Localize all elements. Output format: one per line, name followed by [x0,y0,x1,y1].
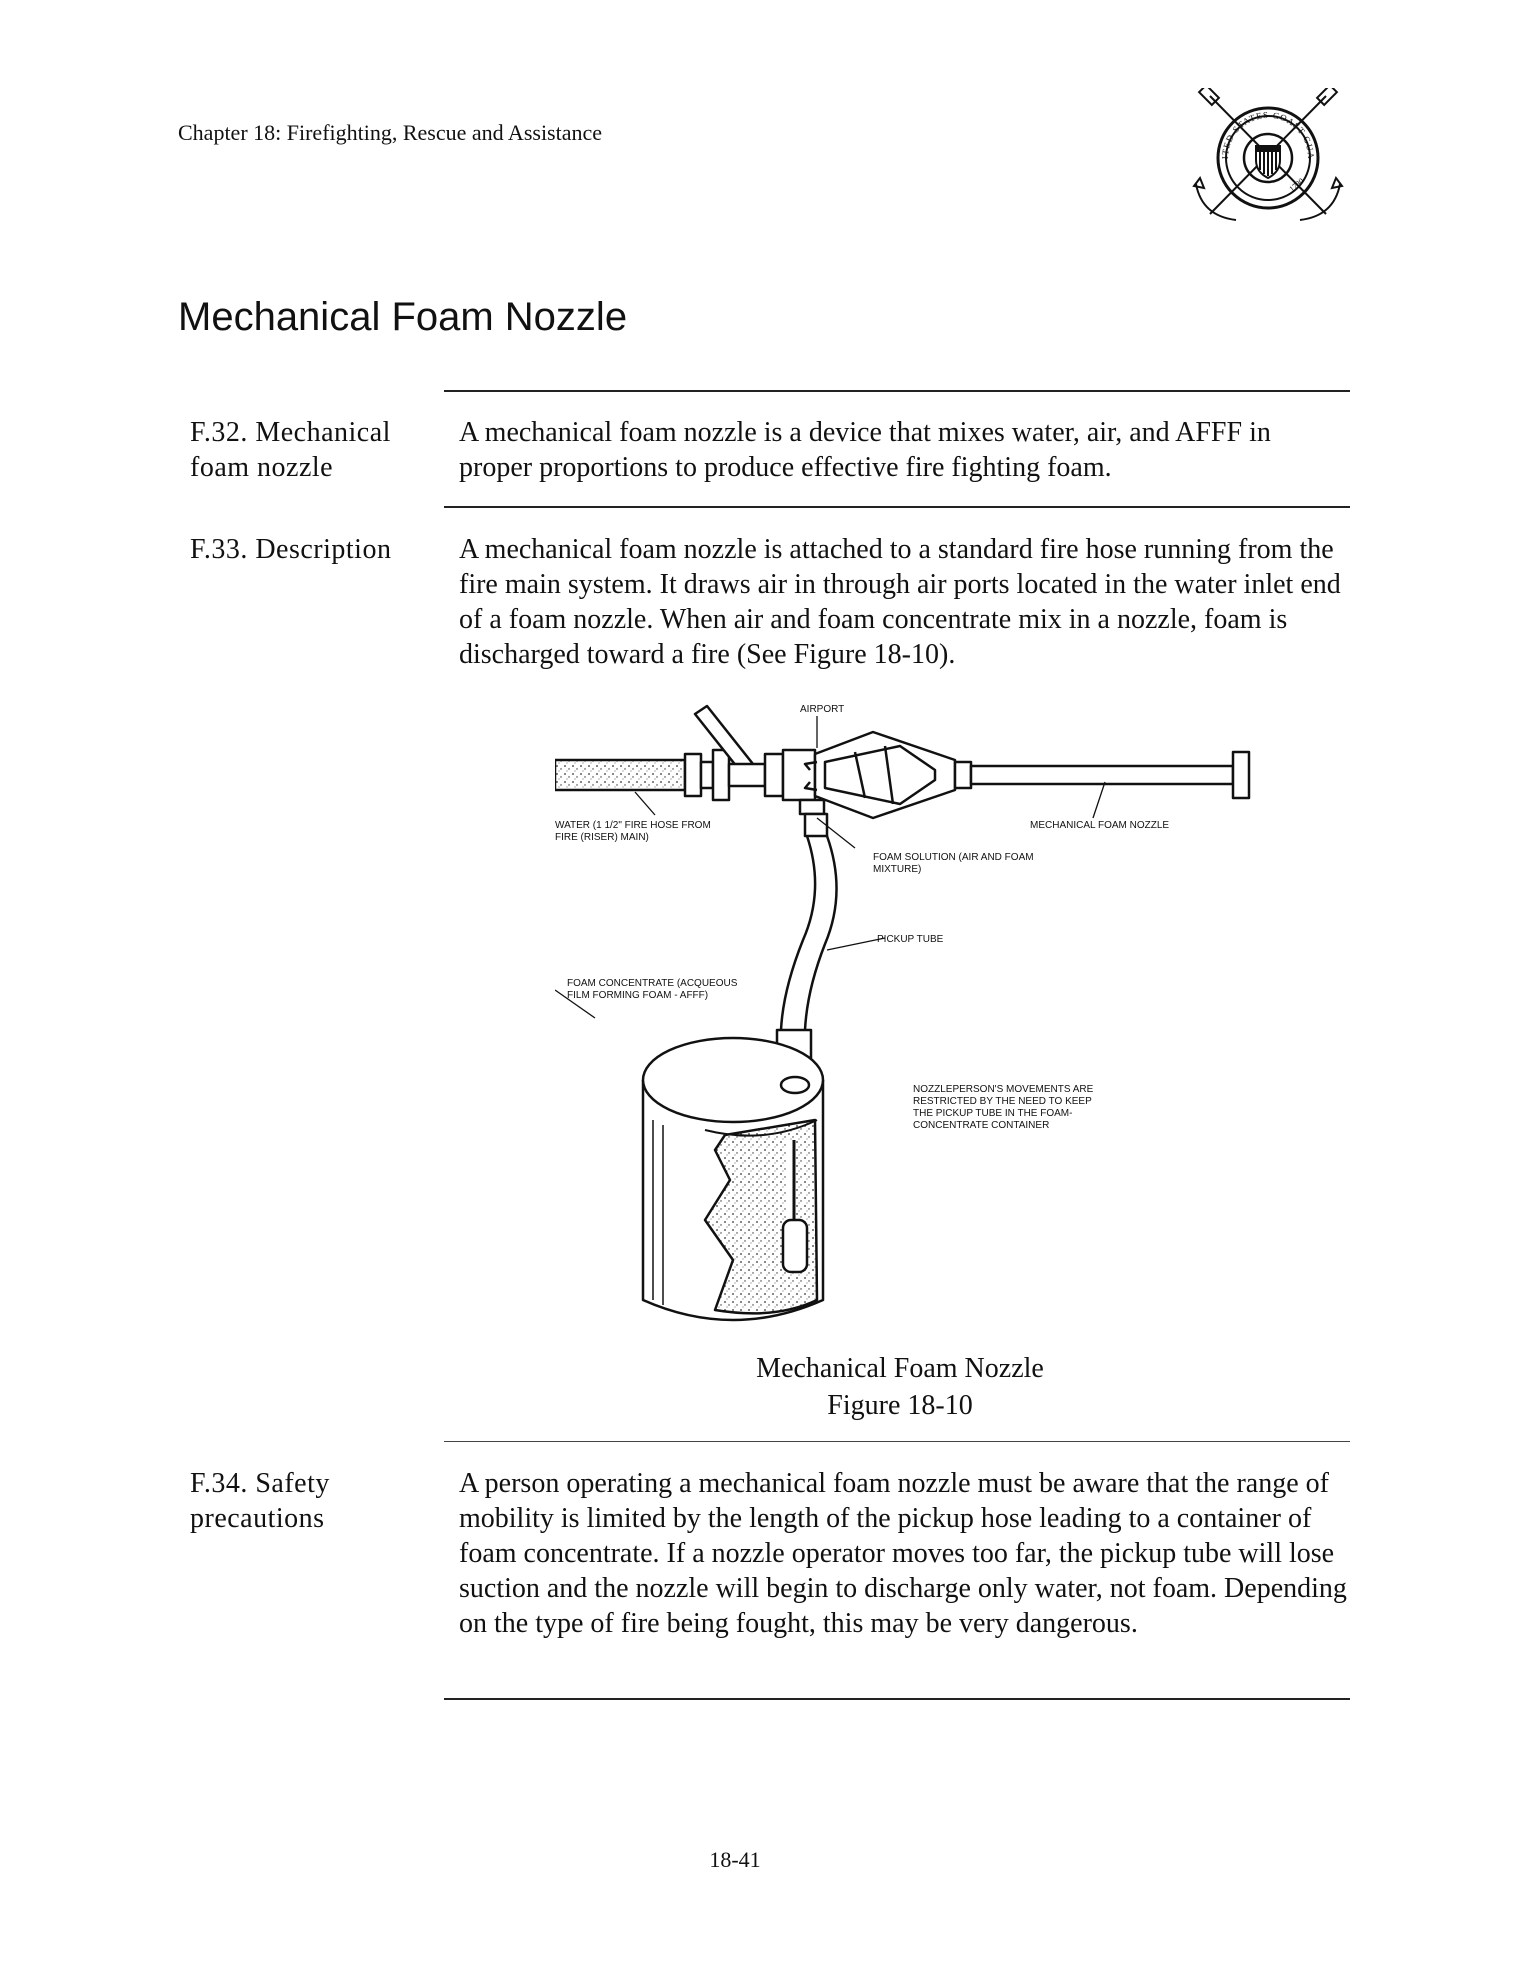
entry-label-f32: F.32. Mechanical foam nozzle [190,415,430,485]
label-water-1: WATER (1 1/2" FIRE HOSE FROM [555,820,711,831]
entry-divider-1 [444,506,1350,508]
figure-caption-number: Figure 18-10 [827,1390,973,1421]
seal-text: UNITED STATES COAST GUARD [1192,88,1315,160]
entry-label-line: F.34. Safety [190,1468,330,1499]
section-title: Mechanical Foam Nozzle [178,295,628,339]
label-note-3: THE PICKUP TUBE IN THE FOAM- [913,1108,1072,1119]
chapter-header: Chapter 18: Firefighting, Rescue and Ass… [178,120,603,145]
nozzle-body [813,730,957,820]
label-note-1: NOZZLEPERSON'S MOVEMENTS ARE [913,1084,1094,1095]
section-rule-top [444,390,1350,392]
entry-divider-2 [444,1441,1350,1442]
entry-label-line: precautions [190,1503,325,1534]
discharge-barrel [969,764,1235,786]
entry-label-f34: F.34. Safety precautions [190,1466,430,1536]
entry-label-line: F.32. Mechanical [190,417,391,448]
label-mechanical-foam-nozzle: MECHANICAL FOAM NOZZLE [1030,820,1169,831]
svg-text:UNITED STATES COAST GUARD: UNITED STATES COAST GUARD [1192,88,1316,160]
label-airport: AIRPORT [800,704,844,715]
label-note-4: CONCENTRATE CONTAINER [913,1120,1049,1131]
label-foam-solution-2: MIXTURE) [873,864,921,875]
label-water-2: FIRE (RISER) MAIN) [555,832,649,843]
figure-caption-title: Mechanical Foam Nozzle [756,1353,1044,1384]
label-note-2: RESTRICTED BY THE NEED TO KEEP [913,1096,1092,1107]
entry-body-f34: A person operating a mechanical foam noz… [459,1468,1347,1639]
figure-caption: Mechanical Foam Nozzle Figure 18-10 [660,1350,1140,1424]
entry-label-f33: F.33. Description [190,532,430,567]
entry-label-line: F.33. Description [190,534,392,565]
fire-hose [555,758,687,792]
entry-body-f33: A mechanical foam nozzle is attached to … [459,534,1341,670]
entry-body-f32: A mechanical foam nozzle is a device tha… [459,417,1271,483]
page-number: 18-41 [709,1847,761,1872]
section-rule-bottom [444,1698,1350,1700]
label-foam-solution-1: FOAM SOLUTION (AIR AND FOAM [873,852,1034,863]
label-foam-concentrate-1: FOAM CONCENTRATE (ACQUEOUS [567,978,738,989]
coast-guard-seal: UNITED STATES COAST GUARD 1790 [1192,88,1344,221]
entry-label-line: foam nozzle [190,452,334,483]
label-foam-concentrate-2: FILM FORMING FOAM - AFFF) [567,990,708,1001]
label-pickup-tube: PICKUP TUBE [877,934,944,945]
foam-nozzle-figure: AIRPORT WATER (1 1/2" FIRE HOSE FROM FIR… [555,704,1251,1322]
